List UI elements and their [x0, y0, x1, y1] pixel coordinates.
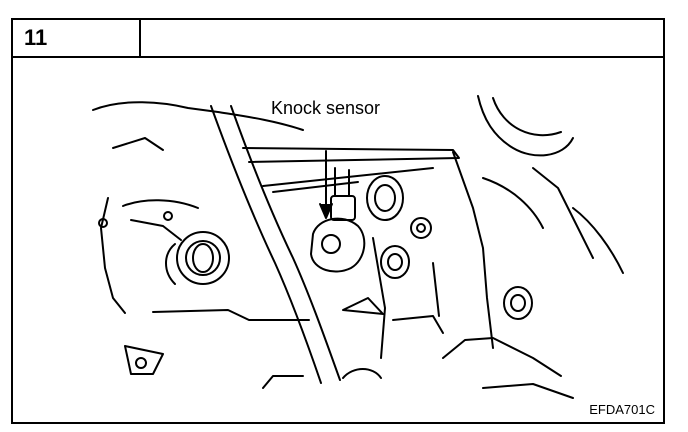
left-bore-outer [176, 231, 230, 285]
pipe-line-outer [210, 105, 322, 384]
engine-contour-left [100, 197, 126, 314]
right-casting-lower [442, 337, 562, 377]
knock-sensor-callout-label: Knock sensor [271, 98, 381, 118]
knock-sensor-body [310, 217, 366, 273]
callout-arrowhead [319, 203, 333, 219]
step-header-row: 11 [13, 20, 663, 58]
left-bore-inner [185, 240, 221, 276]
upper-rail [242, 147, 460, 163]
knock-sensor-connector [330, 195, 356, 221]
lower-wedge [342, 297, 384, 315]
figure-code: EFDA701C [589, 402, 655, 417]
engine-contour-upper [92, 101, 304, 131]
step-description-cell [141, 20, 663, 56]
procedure-step-frame: 11 [11, 18, 665, 424]
engine-block-illustration [92, 95, 624, 399]
stud-right [410, 217, 432, 239]
step-number: 11 [24, 25, 48, 50]
lower-bracket [124, 345, 164, 375]
step-number-cell: 11 [13, 20, 141, 56]
round-plug-right [503, 286, 533, 320]
round-plug-center [380, 245, 410, 279]
sensor-boss [366, 175, 404, 221]
right-casting-upper [477, 95, 574, 157]
knock-sensor-bolt [321, 234, 341, 254]
